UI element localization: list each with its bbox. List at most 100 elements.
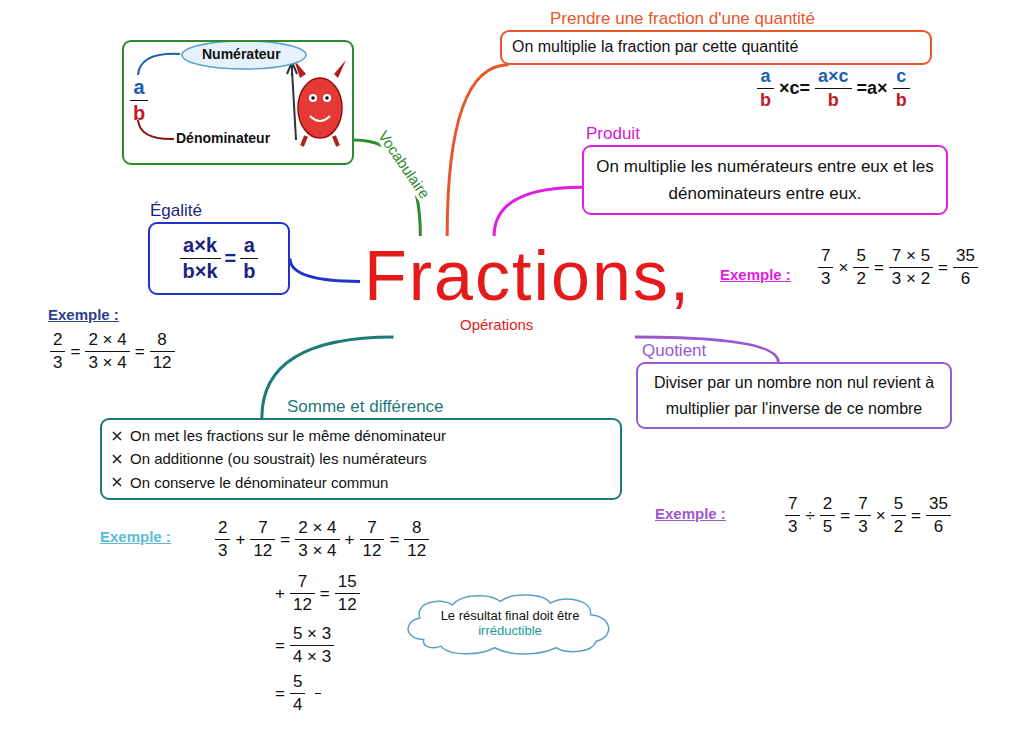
cloud-shape	[408, 595, 609, 654]
denominator: b	[130, 100, 148, 125]
vocab-term: Numérateur	[202, 46, 281, 62]
denominator: 2	[891, 515, 906, 537]
example-label: Exemple :	[720, 266, 791, 283]
numerator: c	[893, 66, 910, 88]
fraction: a×kb×k	[180, 234, 221, 283]
operator: =	[874, 258, 884, 278]
denominator: 5	[820, 515, 835, 537]
fraction: 812	[150, 330, 175, 373]
formula-box: Égalitéa×kb×k=ab	[148, 222, 290, 295]
bullet-line: On additionne (ou soustrait) les numérat…	[112, 447, 610, 470]
fraction: ab	[240, 234, 258, 283]
note-text: Le résultat final doit être	[429, 608, 591, 623]
denominator: 4	[290, 693, 305, 715]
thought-cloud: Le résultat final doit êtreirréductible	[395, 590, 625, 656]
fraction: 712	[360, 518, 385, 561]
branch-connector	[290, 259, 360, 282]
numerator: 5	[891, 494, 906, 515]
branch-connector	[494, 187, 582, 236]
branch-connector	[635, 337, 778, 362]
denominator: 12	[404, 539, 429, 561]
denominator: 3 × 4	[295, 539, 339, 561]
denominator: b×k	[180, 258, 221, 283]
branch-heading: Prendre une fraction d'une quantité	[550, 9, 815, 29]
branch-heading: Égalité	[150, 201, 202, 221]
operator: +	[345, 530, 355, 550]
numerator: 8	[404, 518, 429, 539]
bullet-cross	[112, 431, 122, 441]
branch-heading: Produit	[586, 124, 640, 144]
bullet-cross	[112, 477, 122, 487]
formula: 73÷25=73×52=356	[785, 494, 951, 537]
subtitle: Opérations	[460, 316, 691, 333]
bullet-text: On met les fractions sur le même dénomin…	[130, 424, 446, 447]
operator: =	[938, 258, 948, 278]
denominator: b	[757, 88, 774, 111]
numerator-link	[138, 54, 180, 75]
formula: =5 × 34 × 3	[275, 624, 334, 667]
denominator: 3	[785, 515, 800, 537]
bullet-text: On additionne (ou soustrait) les numérat…	[130, 447, 427, 470]
denominator: 3	[855, 515, 870, 537]
name-bubble	[182, 42, 306, 69]
numerator: 7	[785, 494, 800, 515]
fraction: 73	[855, 494, 870, 537]
rule-box: ProduitOn multiplie les numérateurs entr…	[582, 145, 948, 215]
numerator: 5	[290, 672, 305, 693]
bullet-line: On conserve le dénominateur commun	[112, 471, 610, 494]
numerator: 5 × 3	[290, 624, 334, 645]
fraction: ab	[130, 76, 148, 125]
numerator: 7 × 5	[889, 246, 933, 267]
numerator: a×k	[180, 234, 221, 258]
denominator: 3 × 2	[889, 267, 933, 289]
rule-text: On multiplie les numérateurs entre eux e…	[594, 153, 936, 207]
denominator: 6	[953, 267, 978, 289]
branch-heading: Somme et différence	[287, 397, 444, 417]
denominator: 3	[818, 267, 833, 289]
central-title: Fractions,Opérations	[360, 236, 695, 337]
fraction: a×cb	[815, 66, 852, 111]
denominator: 12	[290, 593, 315, 615]
bullet-cross	[112, 454, 122, 464]
operator: =	[911, 506, 921, 526]
numerator: 2 × 4	[85, 330, 129, 351]
fraction: 5 × 34 × 3	[290, 624, 334, 667]
numerator: 8	[150, 330, 175, 351]
example-label: Exemple :	[48, 306, 119, 323]
denominator: b	[815, 88, 852, 111]
fraction: 25	[820, 494, 835, 537]
numerator: 2	[50, 330, 65, 351]
fraction: 712	[290, 572, 315, 615]
operator: =	[840, 506, 850, 526]
formula: 73×52=7 × 53 × 2=356	[818, 246, 978, 289]
numerator: 2 × 4	[295, 518, 339, 539]
fraction: 356	[953, 246, 978, 289]
operator: =	[225, 247, 237, 270]
fraction: 52	[891, 494, 906, 537]
numerator: 2	[820, 494, 835, 515]
rule-text: Diviser par un nombre non nul revient à …	[648, 370, 940, 421]
denominator: 2	[853, 267, 868, 289]
fraction: 2 × 43 × 4	[295, 518, 339, 561]
operator: =	[135, 342, 145, 362]
cross-stroke	[113, 432, 121, 440]
formula: 23+712=2 × 43 × 4+712=812	[215, 518, 429, 561]
numerator: 7	[360, 518, 385, 539]
operator: =	[275, 684, 285, 704]
numerator: a×c	[815, 66, 852, 88]
operator: =	[275, 636, 285, 656]
numerator: 35	[926, 494, 951, 515]
rule-box: QuotientDiviser par un nombre non nul re…	[636, 362, 952, 429]
fraction: 73	[785, 494, 800, 537]
operator: =	[280, 530, 290, 550]
formula: 23=2 × 43 × 4=812	[50, 330, 175, 373]
numerator: a	[757, 66, 774, 88]
numerator: 7	[818, 246, 833, 267]
operator: +	[275, 584, 285, 604]
numerator: 7	[250, 518, 275, 539]
fraction: 7 × 53 × 2	[889, 246, 933, 289]
fraction: 356	[926, 494, 951, 537]
formula-row: a×kb×k=ab	[158, 234, 280, 283]
vocabulary-box: NumérateurabDénominateur	[122, 40, 354, 165]
